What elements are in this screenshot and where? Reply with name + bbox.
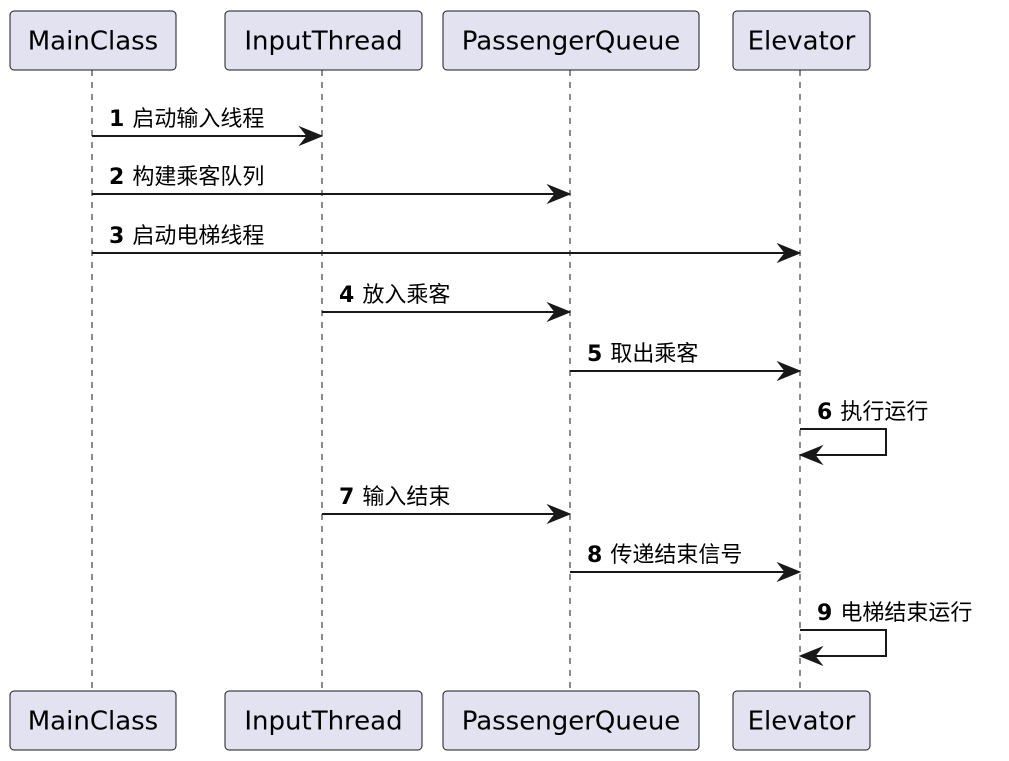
message-number: 7 (339, 485, 354, 510)
message-number: 2 (109, 165, 124, 190)
message-label: 6 执行运行 (817, 400, 928, 425)
message-text: 传递结束信号 (610, 543, 742, 568)
self-message-line (800, 629, 887, 657)
participant-box (224, 10, 423, 71)
participant-box (442, 690, 700, 751)
message-text: 取出乘客 (610, 342, 698, 367)
participant-label: PassengerQueue (462, 27, 681, 57)
message-label: 7 输入结束 (339, 485, 450, 510)
participant-box (9, 10, 177, 71)
arrowhead (546, 503, 572, 525)
message-label: 9 电梯结束运行 (817, 601, 972, 626)
arrowhead (776, 561, 802, 583)
message-5: 5 取出乘客 (570, 342, 802, 382)
participant-elevator-bottom: Elevator (732, 690, 871, 751)
message-number: 8 (587, 543, 602, 568)
message-label: 5 取出乘客 (587, 342, 698, 367)
arrowhead (798, 444, 824, 466)
participant-label: MainClass (28, 27, 158, 57)
participant-input-top: InputThread (224, 10, 423, 71)
message-text: 执行运行 (840, 400, 928, 425)
participant-label: Elevator (748, 707, 856, 737)
message-4: 4 放入乘客 (322, 283, 572, 323)
message-9: 9 电梯结束运行 (798, 601, 972, 667)
arrowhead (776, 360, 802, 382)
participant-elevator-top: Elevator (732, 10, 871, 71)
message-text: 构建乘客队列 (132, 165, 264, 190)
message-3: 3 启动电梯线程 (92, 224, 802, 264)
participant-queue-bottom: PassengerQueue (442, 690, 700, 751)
message-text: 放入乘客 (362, 283, 450, 308)
participant-box (224, 690, 423, 751)
message-number: 3 (109, 224, 124, 249)
message-number: 5 (587, 342, 602, 367)
participant-box (732, 10, 871, 71)
participant-box (732, 690, 871, 751)
participant-main-top: MainClass (9, 10, 177, 71)
message-1: 1 启动输入线程 (92, 107, 324, 147)
message-text: 电梯结束运行 (840, 601, 972, 626)
message-8: 8 传递结束信号 (570, 543, 802, 583)
message-label: 3 启动电梯线程 (109, 224, 264, 249)
message-number: 6 (817, 400, 832, 425)
message-number: 9 (817, 601, 832, 626)
message-text: 启动输入线程 (132, 107, 264, 132)
message-6: 6 执行运行 (798, 400, 928, 466)
participant-main-bottom: MainClass (9, 690, 177, 751)
arrowhead (798, 645, 824, 667)
message-label: 1 启动输入线程 (109, 107, 264, 132)
participant-label: InputThread (244, 707, 402, 737)
message-number: 4 (339, 283, 354, 308)
participant-label: MainClass (28, 707, 158, 737)
arrowhead (546, 301, 572, 323)
message-text: 启动电梯线程 (132, 224, 264, 249)
participant-label: Elevator (748, 27, 856, 57)
participant-box (442, 10, 700, 71)
participant-queue-top: PassengerQueue (442, 10, 700, 71)
arrowhead (298, 125, 324, 147)
message-label: 4 放入乘客 (339, 283, 450, 308)
participant-label: InputThread (244, 27, 402, 57)
message-label: 2 构建乘客队列 (109, 165, 264, 190)
participant-label: PassengerQueue (462, 707, 681, 737)
participant-input-bottom: InputThread (224, 690, 423, 751)
message-label: 8 传递结束信号 (587, 543, 742, 568)
message-text: 输入结束 (362, 485, 450, 510)
message-number: 1 (109, 107, 124, 132)
arrowhead (546, 183, 572, 205)
arrowhead (776, 242, 802, 264)
message-7: 7 输入结束 (322, 485, 572, 525)
message-2: 2 构建乘客队列 (92, 165, 572, 205)
participant-box (9, 690, 177, 751)
self-message-line (800, 428, 887, 456)
